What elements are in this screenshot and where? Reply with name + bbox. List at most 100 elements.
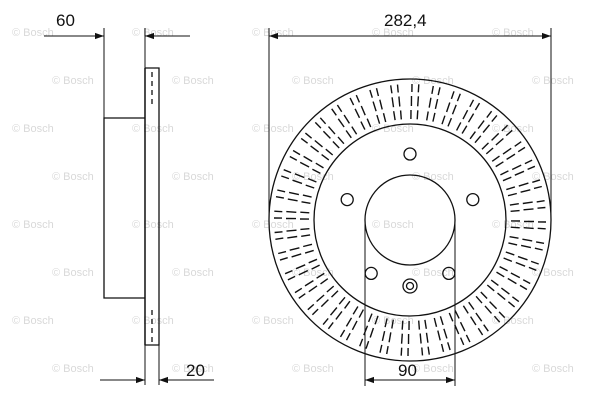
vent-slot-dash xyxy=(491,155,500,162)
vent-slot-dash xyxy=(528,266,537,271)
vent-slot-dash xyxy=(316,294,325,303)
vent-slot-dash xyxy=(363,325,369,336)
watermark-mark: © Bosch xyxy=(412,363,454,375)
vent-slot-dash xyxy=(425,332,429,343)
vent-slot-dash xyxy=(421,347,424,356)
vent-slot-dash xyxy=(440,343,445,352)
vent-slot-dash xyxy=(339,329,346,338)
watermark-mark: © Bosch xyxy=(492,219,534,231)
vent-slot-dash xyxy=(307,177,317,183)
vent-slot-dash xyxy=(434,98,439,110)
vent-slot-dash xyxy=(424,319,427,329)
watermark-mark: © Bosch xyxy=(532,363,574,375)
vent-slot-dash xyxy=(294,287,303,294)
vent-slot-dash xyxy=(354,108,361,119)
vent-slot-dash xyxy=(510,226,520,229)
vent-slot-dash xyxy=(382,113,387,123)
vent-slot-dash xyxy=(417,84,420,93)
vent-slot-dash xyxy=(534,247,543,251)
vent-slot-dash xyxy=(533,185,542,190)
watermark-mark: © Bosch xyxy=(132,219,174,231)
vent-slot-dash xyxy=(518,182,529,187)
vent-slot-dash xyxy=(467,113,475,123)
vent-slot-dash xyxy=(375,88,380,97)
vent-slot-dash xyxy=(495,161,504,168)
vent-slot-dash xyxy=(369,89,373,98)
vent-slot-dash xyxy=(286,229,297,232)
watermark-mark: © Bosch xyxy=(12,219,54,231)
watermark-mark: © Bosch xyxy=(172,267,214,279)
vent-slot-dash xyxy=(506,186,516,191)
vent-slot-dash xyxy=(428,97,432,108)
vent-slot-dash xyxy=(391,97,395,108)
vent-slot-dash xyxy=(304,132,313,139)
vent-slot-dash xyxy=(381,330,386,342)
vent-slot-dash xyxy=(481,142,489,150)
vent-slot-dash xyxy=(315,162,324,169)
vent-slot-dash xyxy=(351,320,358,331)
vent-slot-dash xyxy=(501,124,509,132)
vent-slot-dash xyxy=(379,99,383,110)
locating-hole-inner xyxy=(405,281,415,291)
vent-slot-dash xyxy=(376,114,381,124)
vent-slot-dash xyxy=(351,126,358,135)
vent-slot-dash xyxy=(321,154,330,161)
vent-slot-dash xyxy=(484,305,493,314)
vent-slot-dash xyxy=(506,153,516,160)
vent-slot-dash xyxy=(320,278,329,285)
vent-slot-dash xyxy=(366,118,372,128)
vent-slot-dash xyxy=(312,168,321,175)
vent-slot-dash xyxy=(505,251,515,256)
vent-slot-dash xyxy=(505,129,513,137)
vent-slot-dash xyxy=(537,227,546,230)
vent-slot-dash xyxy=(427,346,430,355)
vent-slot-dash xyxy=(437,87,441,96)
vent-slot-dash xyxy=(384,318,388,328)
vent-slot-dash xyxy=(344,300,351,309)
watermark-mark: © Bosch xyxy=(292,363,334,375)
vent-slot-dash xyxy=(386,345,389,355)
vent-slot-dash xyxy=(535,241,545,244)
bolt-hole xyxy=(466,192,480,207)
vent-slot-dash xyxy=(502,176,512,182)
vent-slot-dash xyxy=(388,332,392,343)
vent-slot-dash xyxy=(359,338,364,347)
vent-slot-dash xyxy=(475,312,483,322)
watermark-mark: © Bosch xyxy=(252,123,294,135)
hub-height-label: 60 xyxy=(56,11,75,30)
vent-slot-dash xyxy=(507,301,516,308)
vent-slot-dash xyxy=(454,310,460,319)
vent-slot-dash xyxy=(514,141,522,147)
vent-slot-dash xyxy=(447,117,453,127)
vent-slot-dash xyxy=(335,310,343,320)
vent-slot-dash xyxy=(295,264,306,270)
vent-slot-dash xyxy=(275,237,284,240)
vent-slot-dash xyxy=(301,201,311,204)
watermark-mark: © Bosch xyxy=(292,75,334,87)
vent-slot-dash xyxy=(451,104,457,115)
watermark-mark: © Bosch xyxy=(52,363,94,375)
vent-slot-dash xyxy=(441,115,446,125)
vent-slot-dash xyxy=(319,117,327,125)
vent-slot-dash xyxy=(355,94,361,103)
vent-slot-dash xyxy=(303,243,313,248)
vent-slot-dash xyxy=(503,257,513,263)
watermark-mark: © Bosch xyxy=(492,123,534,135)
vent-slot-dash xyxy=(299,161,310,168)
vent-slot-dash xyxy=(491,114,498,123)
vent-slot-dash xyxy=(307,303,315,311)
vent-slot-dash xyxy=(311,308,319,316)
vent-slot-dash xyxy=(294,173,305,179)
vent-slot-dash xyxy=(284,269,293,275)
vent-slot-dash xyxy=(474,102,481,111)
vent-slot-dash xyxy=(490,279,499,286)
dimension-center-bore xyxy=(364,220,456,386)
vent-slot-dash xyxy=(274,210,283,213)
vent-slot-dash xyxy=(331,108,337,116)
vent-slot-dash xyxy=(459,337,465,346)
vent-slot-dash xyxy=(400,347,403,356)
vent-slot-dash xyxy=(500,170,509,176)
vent-slot-dash xyxy=(459,321,466,332)
vent-slot-dash xyxy=(287,198,298,202)
vent-slot-dash xyxy=(292,149,301,156)
